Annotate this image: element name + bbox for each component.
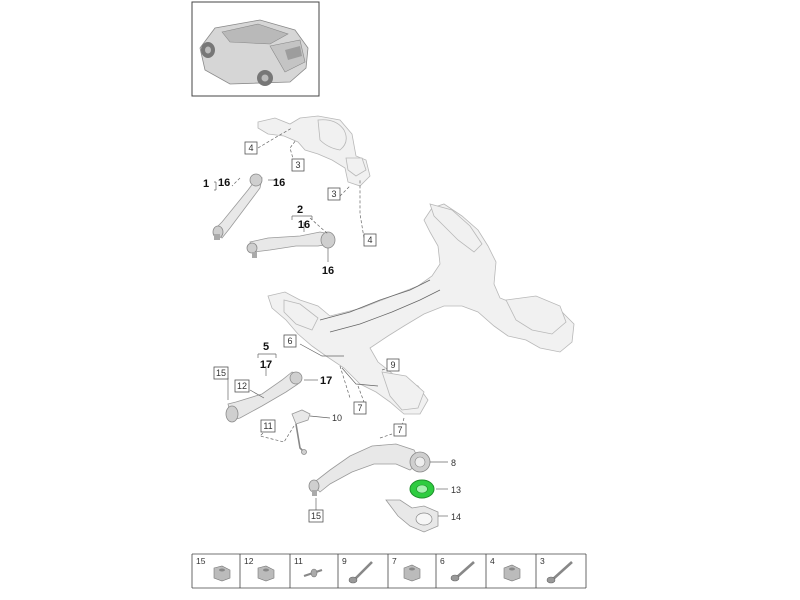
svg-text:2: 2 [297,204,303,216]
svg-text:14: 14 [451,512,461,522]
svg-text:17: 17 [260,359,272,371]
callout-3-top[interactable]: 3 [291,158,305,172]
strip-cell-3[interactable]: 3 [540,556,573,584]
svg-text:17: 17 [320,375,332,387]
callout-16-c[interactable]: 16 [298,219,310,231]
callout-15-a[interactable]: 15 [213,366,229,380]
svg-text:4: 4 [367,235,372,245]
callout-17-b[interactable]: 17 [320,375,332,387]
svg-text:7: 7 [392,556,397,566]
callout-9[interactable]: 9 [386,358,400,372]
rear-subframe-part [267,203,575,415]
svg-text:16: 16 [298,219,310,231]
callout-4-mid[interactable]: 4 [363,233,377,247]
callout-4-top[interactable]: 4 [244,141,258,155]
svg-text:12: 12 [244,556,254,566]
callout-10[interactable]: 10 [332,413,342,423]
svg-text:7: 7 [357,403,362,413]
strip-cell-4[interactable]: 4 [490,556,521,582]
bolt-icon [348,561,373,584]
svg-text:11: 11 [263,421,272,431]
svg-text:16: 16 [322,265,334,277]
svg-text:12: 12 [237,381,247,391]
callout-5[interactable]: 5 [263,341,269,353]
callout-14[interactable]: 14 [451,512,461,522]
stud-icon [303,568,323,578]
svg-text:4: 4 [248,143,253,153]
nut-icon [503,564,521,582]
strip-cell-11[interactable]: 11 [294,556,323,578]
strip-cell-12[interactable]: 12 [244,556,275,582]
control-arm-8-part[interactable] [308,443,431,496]
callout-8[interactable]: 8 [451,458,456,468]
callout-17-a[interactable]: 17 [260,359,272,371]
callout-1[interactable]: 1 [203,178,209,190]
callout-2[interactable]: 2 [297,204,303,216]
svg-text:7: 7 [397,425,402,435]
callout-16-d[interactable]: 16 [322,265,334,277]
callout-3-mid[interactable]: 3 [327,187,341,201]
callout-6[interactable]: 6 [283,334,297,348]
control-arm-1-part[interactable] [212,173,263,240]
svg-text:9: 9 [390,360,395,370]
svg-text:15: 15 [196,556,206,566]
control-arm-2-part[interactable] [246,231,336,258]
sensor-link-part[interactable] [291,409,311,455]
svg-text:3: 3 [540,556,545,566]
svg-text:9: 9 [342,556,347,566]
bolt-icon [450,561,475,582]
svg-text:10: 10 [332,413,342,423]
callout-15-b[interactable]: 15 [308,509,324,523]
callout-7-b[interactable]: 7 [393,423,407,437]
callout-12[interactable]: 12 [234,379,250,393]
callout-13[interactable]: 13 [451,485,461,495]
svg-text:11: 11 [294,556,303,566]
svg-text:1: 1 [203,178,209,190]
bushing-13-part[interactable] [409,479,435,499]
strip-cell-7[interactable]: 7 [392,556,421,582]
svg-text:16: 16 [273,177,285,189]
svg-text:16: 16 [218,177,230,189]
svg-text:6: 6 [287,336,292,346]
nut-icon [403,564,421,582]
fastener-strip [191,553,587,589]
svg-text:15: 15 [216,368,226,378]
callout-16-a[interactable]: 16 [218,177,230,189]
callout-16-b[interactable]: 16 [273,177,285,189]
nut-icon [257,565,275,582]
control-arm-5-part[interactable] [225,371,303,423]
strip-cell-9[interactable]: 9 [342,556,373,584]
strip-cell-6[interactable]: 6 [440,556,475,582]
svg-text:4: 4 [490,556,495,566]
svg-text:15: 15 [311,511,321,521]
bracket-14-part[interactable] [385,499,439,533]
callout-7-a[interactable]: 7 [353,401,367,415]
callout-11[interactable]: 11 [260,419,276,433]
svg-text:13: 13 [451,485,461,495]
bolt-icon [546,561,573,584]
svg-text:6: 6 [440,556,445,566]
svg-text:8: 8 [451,458,456,468]
svg-text:5: 5 [263,341,269,353]
nut-icon [213,565,231,582]
car-thumbnail-icon[interactable] [191,1,320,97]
svg-text:3: 3 [331,189,336,199]
strip-cell-15[interactable]: 15 [196,556,231,582]
svg-text:3: 3 [295,160,300,170]
upper-subframe-part [257,115,371,187]
